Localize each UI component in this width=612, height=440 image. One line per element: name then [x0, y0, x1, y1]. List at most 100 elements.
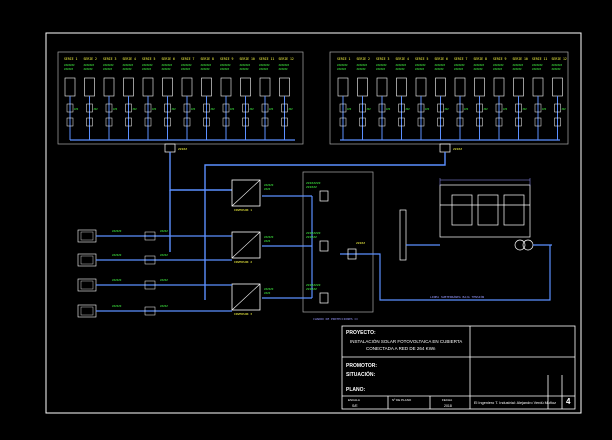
- svg-text:ZZZ: ZZZ: [172, 108, 177, 111]
- svg-text:ZZZZ: ZZZZ: [264, 291, 271, 295]
- svg-text:ZZZ: ZZZ: [289, 108, 294, 111]
- dc-bus: [169, 152, 446, 300]
- svg-text:ZZZ: ZZZ: [113, 108, 118, 111]
- svg-text:ZZZ: ZZZ: [445, 108, 450, 111]
- svg-text:ZZZZZZZ: ZZZZZZZ: [103, 63, 114, 67]
- svg-text:ZZZZZZ: ZZZZZZ: [112, 304, 122, 308]
- svg-text:ZZZZZ: ZZZZZ: [160, 253, 168, 257]
- svg-text:ZZZ: ZZZ: [211, 108, 216, 111]
- svg-text:SERIE 11: SERIE 11: [532, 57, 547, 61]
- svg-text:SERIE 6: SERIE 6: [435, 57, 449, 61]
- svg-text:ZZZZZZZ: ZZZZZZZ: [201, 63, 212, 67]
- svg-text:ZZZZZZ: ZZZZZZ: [162, 67, 172, 71]
- project-title-line2: CONECTADA A RED DE 264 KWn: [366, 346, 436, 351]
- svg-text:ZZZZZ: ZZZZZ: [356, 241, 365, 245]
- footnote-left: CUADRO DE PROTECCIONES CC: [313, 317, 358, 321]
- svg-text:ZZZZZZZ: ZZZZZZZ: [64, 63, 75, 67]
- svg-text:ZZZZZ: ZZZZZ: [453, 147, 462, 151]
- svg-text:ZZZZZZ: ZZZZZZ: [415, 67, 425, 71]
- svg-text:ZZZZZZZ: ZZZZZZZ: [220, 63, 231, 67]
- escala-value: S/E: [352, 404, 358, 408]
- svg-text:SERIE 7: SERIE 7: [454, 57, 468, 61]
- svg-text:ZZZZZZZ: ZZZZZZZ: [552, 63, 563, 67]
- svg-text:ZZZZZZZ: ZZZZZZZ: [474, 63, 485, 67]
- svg-text:ZZZZZZZ: ZZZZZZZ: [259, 63, 270, 67]
- footnote-right: LINEA SUBTERRÁNEA BAJA TENSIÓN: [430, 294, 484, 299]
- svg-text:ZZZ: ZZZ: [425, 108, 430, 111]
- svg-text:SERIE 11: SERIE 11: [259, 57, 274, 61]
- svg-text:ZZZZZZZ: ZZZZZZZ: [142, 63, 153, 67]
- svg-text:ZZZZZZ: ZZZZZZ: [112, 278, 122, 282]
- svg-text:SERIE 4: SERIE 4: [396, 57, 410, 61]
- svg-text:INVERSOR 3: INVERSOR 3: [234, 312, 252, 316]
- svg-text:ZZZZZZ: ZZZZZZ: [396, 67, 406, 71]
- svg-text:ZZZZZ: ZZZZZ: [178, 147, 187, 151]
- sheet-number: 4: [566, 397, 571, 406]
- svg-text:SERIE 1: SERIE 1: [337, 57, 351, 61]
- svg-text:ZZZ: ZZZ: [562, 108, 567, 111]
- svg-text:INVERSOR 2: INVERSOR 2: [234, 260, 252, 264]
- situacion-label: SITUACIÓN:: [346, 370, 376, 378]
- svg-text:SERIE 3: SERIE 3: [103, 57, 117, 61]
- svg-text:SERIE 8: SERIE 8: [201, 57, 215, 61]
- svg-text:ZZZZZ: ZZZZZ: [160, 229, 168, 233]
- svg-text:ZZZZZZ: ZZZZZZ: [201, 67, 211, 71]
- svg-text:ZZZZZZZ: ZZZZZZZ: [513, 63, 524, 67]
- svg-text:ZZZZZ: ZZZZZ: [160, 278, 168, 282]
- svg-text:SERIE 5: SERIE 5: [142, 57, 156, 61]
- escala-label: ESCALA: [348, 398, 360, 402]
- grid-connection: [399, 184, 552, 261]
- svg-text:ZZZZZZZZ: ZZZZZZZZ: [306, 231, 321, 235]
- svg-text:ZZZZZZ: ZZZZZZ: [306, 287, 317, 291]
- svg-text:ZZZZZZ: ZZZZZZ: [552, 67, 562, 71]
- svg-text:ZZZZZZ: ZZZZZZ: [112, 229, 122, 233]
- svg-text:ZZZZZZ: ZZZZZZ: [532, 67, 542, 71]
- svg-text:ZZZZZZZ: ZZZZZZZ: [532, 63, 543, 67]
- fecha-value: 2018: [444, 404, 452, 408]
- svg-text:ZZZZZZ: ZZZZZZ: [376, 67, 386, 71]
- svg-text:ZZZZZZ: ZZZZZZ: [220, 67, 230, 71]
- svg-text:INVERSOR 1: INVERSOR 1: [234, 208, 252, 212]
- svg-text:ZZZZZZZZ: ZZZZZZZZ: [306, 283, 321, 287]
- svg-text:ZZZZZZ: ZZZZZZ: [454, 67, 464, 71]
- svg-text:ZZZZZZZ: ZZZZZZZ: [181, 63, 192, 67]
- svg-text:ZZZZZZZZ: ZZZZZZZZ: [306, 181, 321, 185]
- svg-text:ZZZZZZZ: ZZZZZZZ: [162, 63, 173, 67]
- author-line: El Ingeniero T. Industrial: Alejandro Ve…: [474, 401, 556, 405]
- svg-text:ZZZ: ZZZ: [230, 108, 235, 111]
- svg-text:ZZZZZZ: ZZZZZZ: [306, 185, 317, 189]
- left-combiner: ZZZZZ: [70, 139, 295, 153]
- svg-text:ZZZZZZZ: ZZZZZZZ: [279, 63, 290, 67]
- svg-text:ZZZZZ: ZZZZZ: [160, 304, 168, 308]
- fecha-label: FECHA: [442, 398, 452, 402]
- svg-text:ZZZ: ZZZ: [503, 108, 508, 111]
- svg-text:ZZZ: ZZZ: [94, 108, 99, 111]
- proyecto-label: PROYECTO:: [346, 330, 376, 336]
- svg-text:ZZZZZZZ: ZZZZZZZ: [84, 63, 95, 67]
- svg-text:ZZZ: ZZZ: [406, 108, 411, 111]
- ac-lines: [262, 195, 551, 301]
- svg-text:ZZZ: ZZZ: [367, 108, 372, 111]
- svg-text:ZZZZZZ: ZZZZZZ: [264, 183, 274, 187]
- svg-text:ZZZZZZ: ZZZZZZ: [142, 67, 152, 71]
- svg-text:ZZZ: ZZZ: [74, 108, 79, 111]
- svg-text:ZZZZZZ: ZZZZZZ: [513, 67, 523, 71]
- svg-text:ZZZZZZ: ZZZZZZ: [84, 67, 94, 71]
